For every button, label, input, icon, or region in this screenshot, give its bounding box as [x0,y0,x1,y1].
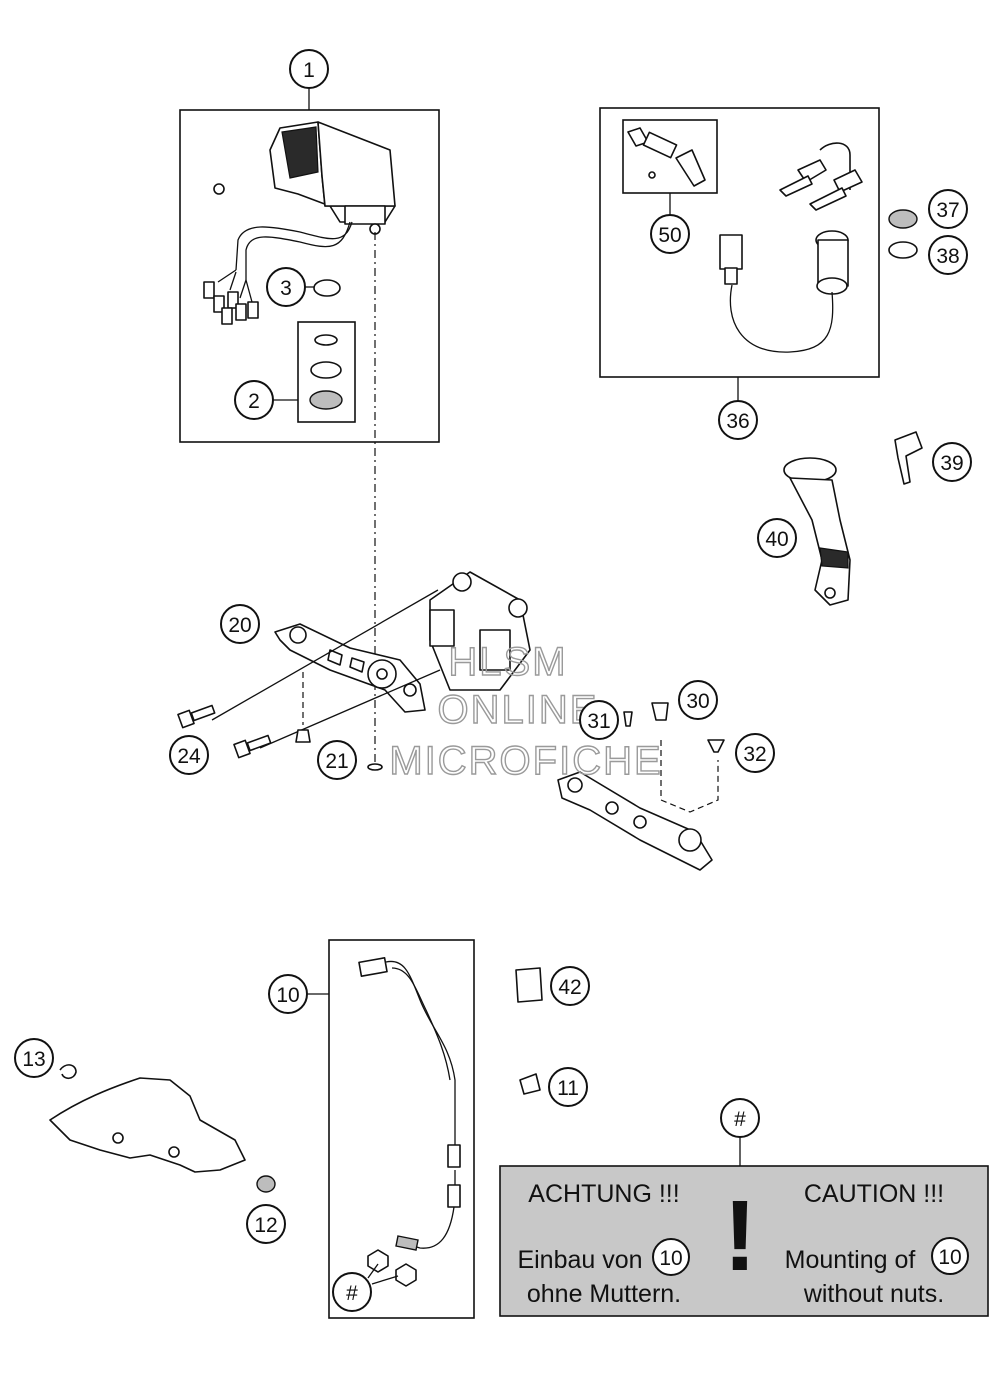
callout-12: 12 [246,1204,286,1244]
svg-text:36: 36 [726,410,749,433]
callout-3: 3 [266,267,306,307]
note-right-title: CAUTION !!! [804,1180,944,1208]
note-exclamation-mark: ! [723,1180,756,1292]
small-clip-drawing [623,711,633,727]
watermark-line2: ONLINE [438,688,599,732]
callout-39: 39 [932,442,972,482]
leader-hash-nut-1 [367,1263,379,1279]
svg-text:39: 39 [940,452,963,475]
note-right-line1: Mounting of [785,1246,916,1274]
frame-speed-sensor [328,939,475,1319]
switch-bracket-drawing [783,457,851,606]
svg-text:1: 1 [303,59,315,82]
watermark-line3: MICROFICHE [389,739,662,783]
spacer-drawing [256,1175,276,1193]
svg-text:42: 42 [558,976,581,999]
callout-42: 42 [550,966,590,1006]
svg-text:2: 2 [248,390,260,413]
watermark-line1: HLSM [448,640,567,684]
washer-drawing [888,241,918,259]
cable-holder-drawing [515,967,543,1003]
callout-hash-note: # [720,1098,760,1138]
svg-text:30: 30 [686,690,709,713]
brake-disc-outline-drawing [49,1064,246,1173]
note-left-title: ACHTUNG !!! [528,1180,679,1208]
callout-24: 24 [169,735,209,775]
note-right-line2: without nuts. [803,1280,944,1308]
rivet-drawing [295,729,311,743]
note-left-ref-callout: 10 [652,1238,690,1276]
svg-text:24: 24 [177,745,201,768]
note-left-ref: 10 [659,1247,682,1270]
svg-text:31: 31 [587,710,610,733]
note-right-ref-callout: 10 [931,1237,969,1275]
callout-21: 21 [317,740,357,780]
rubber-plug-drawing [707,739,725,753]
svg-text:50: 50 [658,224,681,247]
frame-seal-kit [297,321,356,423]
svg-text:38: 38 [936,245,959,268]
pin-drawing [651,702,669,721]
lock-cylinder-drawing [627,127,706,187]
assembly-line-clamp [660,740,719,813]
callout-32: 32 [735,733,775,773]
callout-38: 38 [928,235,968,275]
leader-hash-nut-2 [371,1275,399,1285]
ignition-switch-drawing [719,230,849,353]
note-left-line2: ohne Muttern. [527,1280,681,1308]
cable-clip-drawing [519,1073,541,1095]
callout-40: 40 [757,518,797,558]
callout-31: 31 [579,700,619,740]
watermark: HLSM ONLINE MICROFICHE [389,639,662,783]
callout-11: 11 [548,1067,588,1107]
speed-sensor-drawing [358,957,461,1251]
triple-clamp-drawing [274,571,531,713]
svg-text:11: 11 [557,1077,579,1100]
caution-note: ACHTUNG !!! Einbau von 10 ohne Muttern. … [499,1165,989,1317]
washer-small-drawing [367,763,383,771]
dashboard-unit-drawing [203,121,396,325]
callout-10: 10 [268,974,308,1014]
cover-cap-drawing [313,279,341,297]
svg-text:#: # [346,1282,358,1305]
callout-1: 1 [289,49,329,89]
svg-text:32: 32 [743,743,766,766]
callout-13: 13 [14,1038,54,1078]
svg-text:#: # [734,1108,746,1131]
callout-50: 50 [650,214,690,254]
svg-text:37: 37 [936,199,959,222]
callout-hash-nuts: # [332,1272,372,1312]
svg-text:20: 20 [228,614,251,637]
callout-36: 36 [718,400,758,440]
seal-kit-drawing [309,334,343,410]
spare-key-drawing [894,431,923,485]
svg-text:40: 40 [765,528,788,551]
ignition-keys-drawing [779,142,863,211]
callout-2: 2 [234,380,274,420]
ring-nut-drawing [888,209,918,229]
assembly-line-bolt-lower [259,669,441,749]
svg-text:21: 21 [325,750,348,773]
svg-text:12: 12 [254,1214,277,1237]
callout-20: 20 [220,604,260,644]
svg-text:3: 3 [280,277,292,300]
frame-ignition-group [599,107,880,378]
assembly-line-bolt-upper [211,589,439,721]
svg-text:10: 10 [276,984,299,1007]
svg-text:13: 13 [22,1048,45,1071]
clamp-detail-drawing [557,771,713,871]
note-left-line1: Einbau von [517,1246,642,1274]
caution-note-box [499,1165,989,1317]
sensor-nuts-drawing [367,1249,417,1287]
callout-30: 30 [678,680,718,720]
bolt-drawing [177,704,272,759]
note-right-ref: 10 [938,1246,961,1269]
callout-37: 37 [928,189,968,229]
